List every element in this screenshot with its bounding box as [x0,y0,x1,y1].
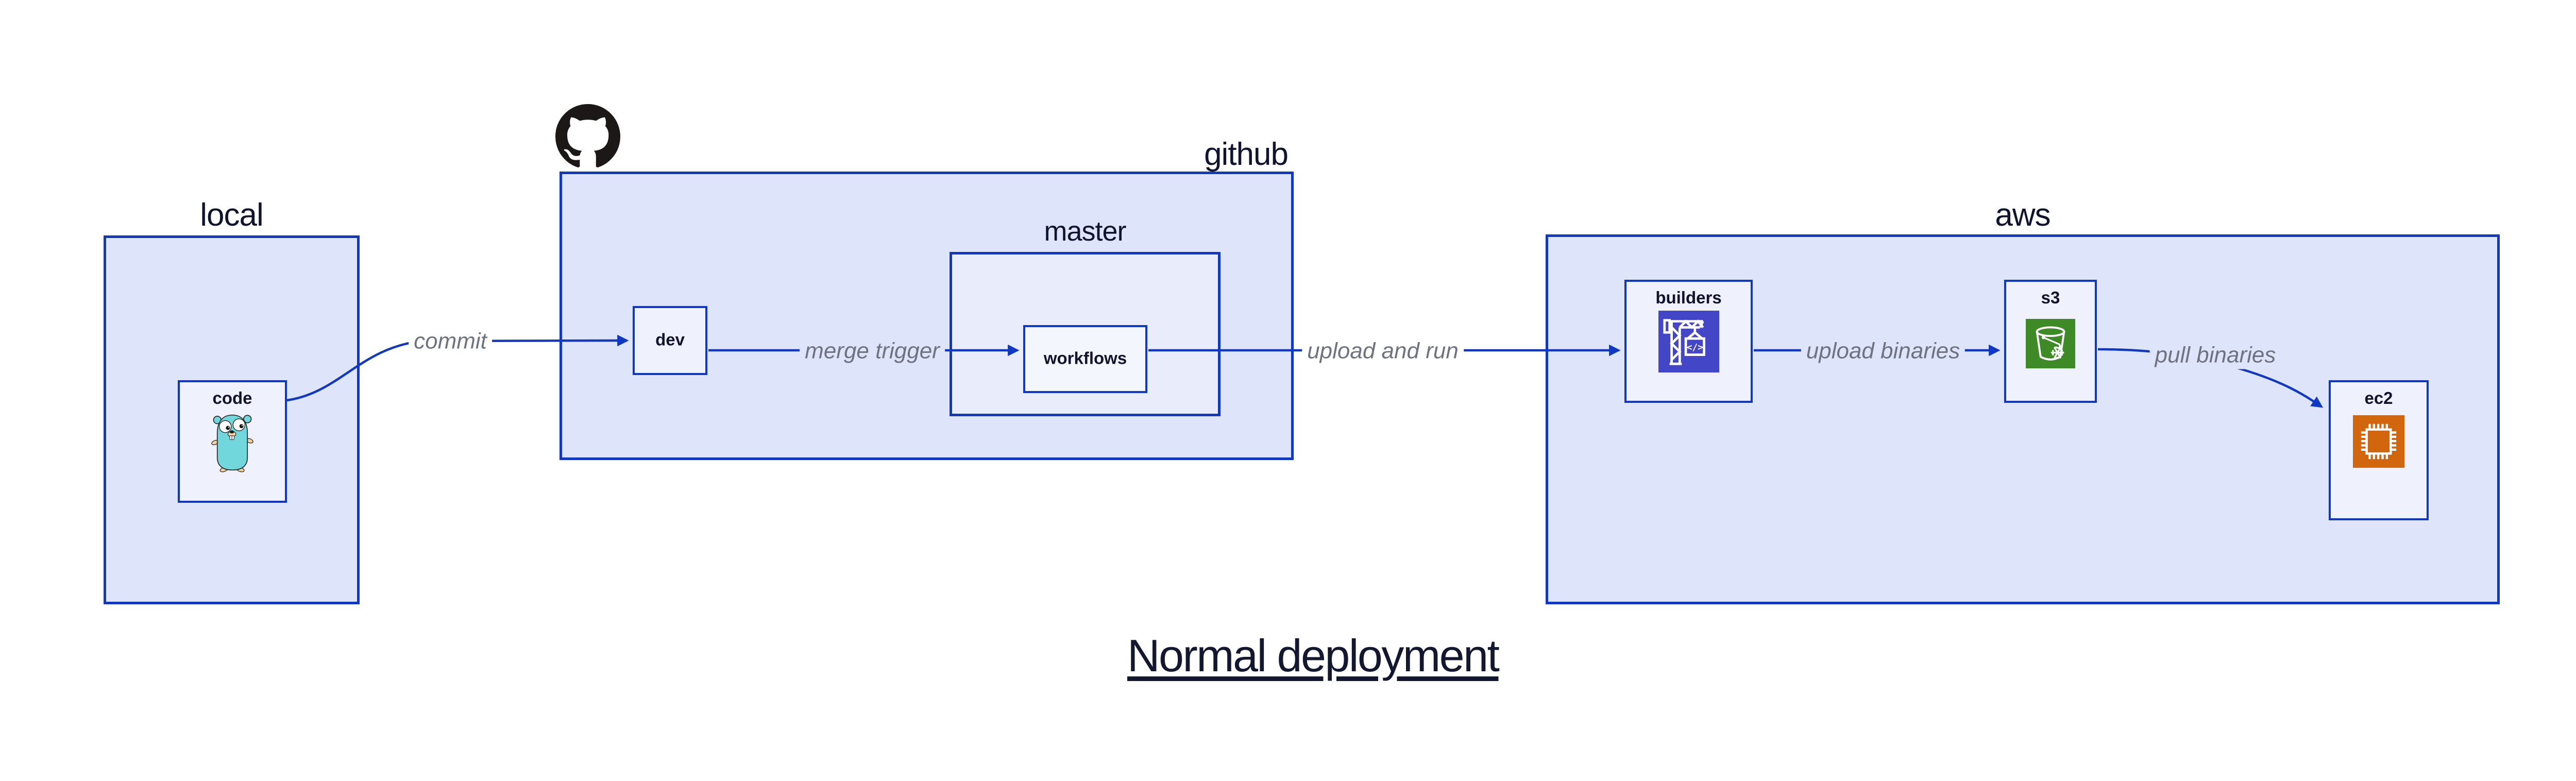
edge-label-upload-and-run: upload and run [1302,336,1464,365]
edge-label-commit: commit [409,327,492,355]
node-label-workflows: workflows [1043,348,1127,368]
edge-label-pull-binaries: pull binaries [2149,341,2281,369]
node-label-builders: builders [1655,288,1722,307]
svg-text:</>: </> [1686,343,1703,353]
edge-label-merge-trigger: merge trigger [800,336,945,365]
container-label-github: github [1204,137,1289,172]
node-ec2: ec2 [2329,380,2429,520]
github-octocat-icon [555,104,620,169]
node-label-s3: s3 [2041,288,2060,307]
container-label-master: master [1044,216,1126,247]
node-label-dev: dev [655,330,685,349]
node-builders: builders </> [1624,280,1753,403]
node-label-ec2: ec2 [2364,388,2393,408]
node-dev: dev [633,306,707,375]
container-label-local: local [200,197,264,233]
diagram-title: Normal deployment [1127,630,1500,681]
container-label-aws: aws [1995,197,2050,233]
s3-bucket-icon [2026,319,2075,368]
node-s3: s3 [2004,280,2097,403]
node-code: code [178,380,287,503]
node-label-code: code [212,388,252,408]
go-gopher-icon [210,412,255,473]
ec2-chip-icon [2353,415,2404,468]
codebuild-crane-icon: </> [1658,311,1719,372]
node-workflows: workflows [1023,325,1147,393]
edge-label-upload-binaries: upload binaries [1801,336,1965,365]
